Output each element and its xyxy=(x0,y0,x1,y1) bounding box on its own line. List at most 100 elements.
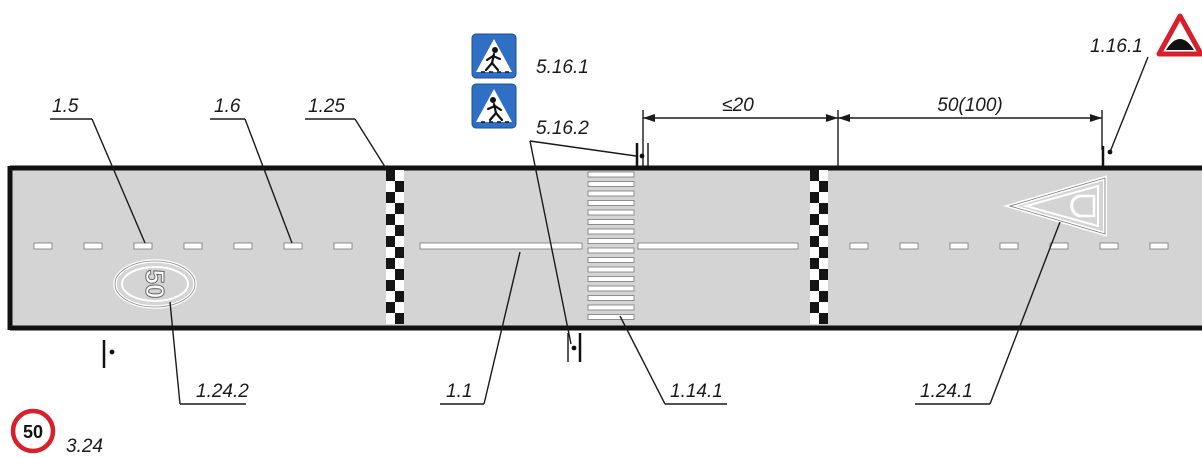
zebra-stripe xyxy=(587,285,635,292)
centerline-dash xyxy=(333,242,353,250)
dimension-le20: ≤20 xyxy=(722,95,754,116)
checker-cell xyxy=(386,236,395,247)
checker-cell xyxy=(810,225,819,236)
centerline-dash xyxy=(33,242,53,250)
centerline-dash xyxy=(849,242,869,250)
checker-cell xyxy=(819,170,828,181)
centerline-dash xyxy=(83,242,103,250)
centerline-dash xyxy=(1149,242,1169,250)
checker-cell xyxy=(810,258,819,269)
post-3-24 xyxy=(102,340,115,368)
checker-cell xyxy=(819,247,828,258)
sign-5-16-1-pedestrian-crossing-icon xyxy=(471,33,517,79)
checker-line-1-25-right xyxy=(810,170,828,324)
zebra-stripe xyxy=(587,266,635,273)
label-1-24-2: 1.24.2 xyxy=(196,381,249,402)
sign-5-16-2-pedestrian-crossing-icon xyxy=(471,83,517,129)
checker-cell xyxy=(386,313,395,324)
zebra-stripe xyxy=(587,314,635,320)
checker-cell xyxy=(810,214,819,225)
checker-cell xyxy=(819,236,828,247)
checker-cell xyxy=(819,203,828,214)
zebra-stripe xyxy=(587,238,635,244)
checker-cell xyxy=(386,192,395,203)
checker-cell xyxy=(395,225,404,236)
checker-cell xyxy=(386,203,395,214)
checker-cell xyxy=(386,214,395,225)
checker-cell xyxy=(810,291,819,302)
checker-cell xyxy=(395,269,404,280)
solid-line-1-1-right xyxy=(637,242,799,250)
centerline-dashed-left xyxy=(33,242,353,250)
checker-cell xyxy=(810,192,819,203)
checker-cell xyxy=(395,192,404,203)
post-5-16-top xyxy=(635,143,649,168)
road-marking-speed-ellipse: 50 xyxy=(113,259,197,309)
checker-cell xyxy=(386,302,395,313)
checker-cell xyxy=(395,214,404,225)
zebra-stripe xyxy=(587,181,635,187)
label-1-16-1: 1.16.1 xyxy=(1090,36,1143,57)
checker-cell xyxy=(386,258,395,269)
checker-cell xyxy=(819,258,828,269)
centerline-dash xyxy=(999,242,1019,250)
centerline-dash xyxy=(233,242,253,250)
zebra-stripe xyxy=(587,247,635,254)
checker-cell xyxy=(810,302,819,313)
centerline-dashed-right xyxy=(849,242,1169,250)
checker-cell xyxy=(395,313,404,324)
dimension-lines xyxy=(642,110,1103,168)
zebra-stripe xyxy=(587,257,635,263)
checker-cell xyxy=(819,280,828,291)
zebra-stripe xyxy=(587,304,635,311)
checker-cell xyxy=(810,181,819,192)
label-1-5: 1.5 xyxy=(52,96,79,117)
post-5-16-bottom xyxy=(567,333,582,362)
checker-cell xyxy=(386,247,395,258)
label-1-25: 1.25 xyxy=(308,96,345,117)
centerline-dash xyxy=(283,242,303,250)
checker-cell xyxy=(810,247,819,258)
checker-cell xyxy=(819,214,828,225)
checker-cell xyxy=(810,280,819,291)
zebra-stripe xyxy=(587,190,635,197)
checker-cell xyxy=(810,269,819,280)
checker-cell xyxy=(810,313,819,324)
checker-cell xyxy=(386,181,395,192)
checker-cell xyxy=(810,236,819,247)
checker-cell xyxy=(819,225,828,236)
checker-cell xyxy=(386,291,395,302)
checker-cell xyxy=(395,247,404,258)
checker-cell xyxy=(819,291,828,302)
label-1-14-1: 1.14.1 xyxy=(670,381,723,402)
checker-line-1-25-left xyxy=(386,170,404,324)
checker-cell xyxy=(395,302,404,313)
zebra-stripe xyxy=(587,209,635,216)
checker-cell xyxy=(819,192,828,203)
label-5-16-1: 5.16.1 xyxy=(536,57,589,78)
checker-cell xyxy=(395,280,404,291)
label-3-24: 3.24 xyxy=(66,436,103,457)
checker-cell xyxy=(810,170,819,181)
checker-cell xyxy=(386,225,395,236)
centerline-dash xyxy=(133,242,153,250)
label-1-1: 1.1 xyxy=(446,381,472,402)
zebra-crossing-1-14-1 xyxy=(587,171,635,320)
checker-cell xyxy=(386,280,395,291)
zebra-stripe xyxy=(587,228,635,235)
centerline-dash xyxy=(1049,242,1069,250)
zebra-stripe xyxy=(587,200,635,206)
checker-cell xyxy=(819,269,828,280)
solid-line-1-1-left xyxy=(419,242,583,250)
road-marking-speed-value: 50 xyxy=(140,270,170,299)
sign-3-24-speed-limit-icon: 50 xyxy=(10,408,56,454)
checker-cell xyxy=(395,170,404,181)
centerline-dash xyxy=(183,242,203,250)
centerline-dash xyxy=(899,242,919,250)
checker-cell xyxy=(395,258,404,269)
zebra-stripe xyxy=(587,295,635,301)
label-5-16-2: 5.16.2 xyxy=(536,118,589,139)
centerline-dash xyxy=(949,242,969,250)
zebra-stripe xyxy=(587,276,635,282)
zebra-stripe xyxy=(587,171,635,178)
